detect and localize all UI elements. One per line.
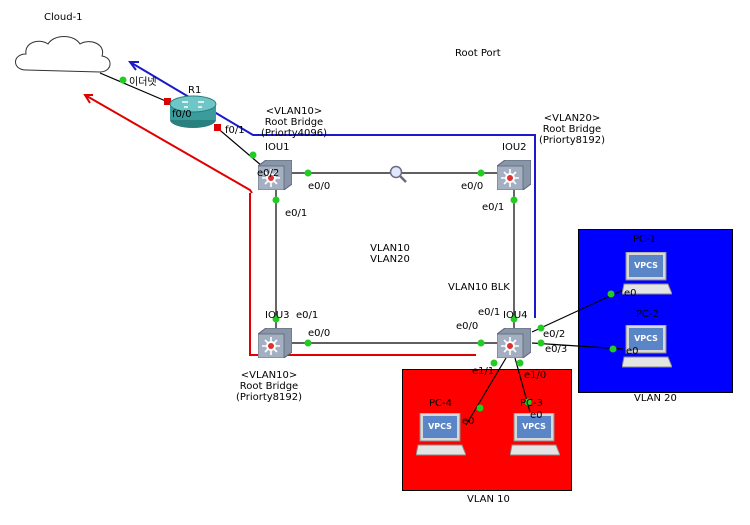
iou4-port-e03: e0/3	[545, 344, 568, 355]
annotation-line: <VLAN10>	[240, 370, 298, 381]
iou2-port-e00: e0/0	[461, 181, 484, 192]
iou1-label: IOU1	[265, 142, 290, 153]
router-port-f00: f0/0	[172, 109, 192, 120]
vlan20-root-iou2-annotation: <VLAN20> Root Bridge (Priorty8192)	[532, 113, 612, 146]
center-vlan-annotation: VLAN10 VLAN20	[368, 243, 412, 265]
port-dot	[304, 169, 312, 177]
pc2-icon	[621, 324, 673, 368]
pc2-port: e0	[626, 346, 639, 357]
port-dot	[607, 290, 615, 298]
router-port-square	[164, 98, 171, 105]
pc3-screen: VPCS	[522, 422, 546, 431]
vlan10-root-iou1-annotation: <VLAN10> Root Bridge (Priorty4096)	[254, 106, 334, 139]
port-dot	[119, 76, 127, 84]
annotation-line: VLAN10	[370, 243, 410, 254]
annotation-line: Root Bridge	[239, 381, 299, 392]
annotation-line: (Priorty8192)	[235, 392, 303, 403]
cloud-icon[interactable]	[8, 30, 118, 80]
red-arrowhead	[83, 94, 93, 104]
link-r1-iou1	[214, 125, 263, 167]
iou4-label: IOU4	[503, 310, 528, 321]
link-iou4-pc4	[465, 357, 507, 426]
vlan10-zone-label: VLAN 10	[467, 494, 510, 505]
link-iou4-pc2	[531, 342, 624, 350]
red-arrow	[84, 94, 253, 194]
pc3-port: e0	[530, 410, 543, 421]
port-dot	[537, 324, 545, 332]
port-dot	[510, 315, 518, 323]
iou3-port-e01: e0/1	[296, 310, 319, 321]
pc1-node[interactable]: VPCS	[621, 251, 673, 296]
port-dot	[476, 404, 484, 412]
root-port-annotation: Root Port	[455, 48, 501, 59]
iou3-port-e00: e0/0	[308, 328, 331, 339]
pc3-node[interactable]: VPCS	[509, 412, 561, 457]
router-label: R1	[188, 85, 202, 96]
annotation-line: <VLAN20>	[543, 113, 601, 124]
link-cloud-r1	[99, 72, 169, 103]
port-dot	[510, 196, 518, 204]
iou4-port-e10: e1/0	[524, 370, 547, 381]
annotation-line: <VLAN10>	[265, 106, 323, 117]
switch-iou3-icon[interactable]	[258, 328, 292, 358]
router-port-f01: f0/1	[225, 125, 245, 136]
iou1-port-e02: e0/2	[257, 168, 280, 179]
vlan10-root-iou3-annotation: <VLAN10> Root Bridge (Priorty8192)	[229, 370, 309, 403]
pc3-icon	[509, 412, 561, 456]
pc1-port: e0	[624, 288, 637, 299]
link-iou4-pc1	[531, 289, 624, 333]
pc4-port: e0	[462, 416, 475, 427]
pc3-label: PC-3	[520, 398, 543, 409]
annotation-line: VLAN20	[370, 254, 410, 265]
switch-iou4-icon[interactable]	[497, 328, 531, 358]
port-dot	[490, 359, 498, 367]
router-port-square	[214, 124, 221, 131]
annotation-line: Root Bridge	[264, 117, 324, 128]
port-dot	[477, 339, 485, 347]
port-dot	[477, 169, 485, 177]
port-dot	[537, 339, 545, 347]
iou2-label: IOU2	[502, 142, 527, 153]
iou1-port-e01: e0/1	[285, 208, 308, 219]
pc4-screen: VPCS	[428, 422, 452, 431]
pc2-node[interactable]: VPCS	[621, 324, 673, 369]
port-dot	[249, 151, 257, 159]
blue-arrowhead	[128, 61, 139, 71]
pc1-icon	[621, 251, 673, 295]
port-dot	[516, 359, 524, 367]
pc1-screen: VPCS	[634, 261, 658, 270]
iou4-port-e01: e0/1	[478, 307, 501, 318]
vlan20-zone-label: VLAN 20	[634, 393, 677, 404]
capture-magnifier-icon[interactable]	[388, 164, 408, 184]
iou1-port-e00: e0/0	[308, 181, 331, 192]
annotation-line: (Priorty4096)	[260, 128, 328, 139]
port-dot	[304, 339, 312, 347]
iou3-label: IOU3	[265, 310, 290, 321]
red-path-annotation	[249, 193, 476, 356]
port-dot	[272, 196, 280, 204]
iou2-port-e01: e0/1	[482, 202, 505, 213]
cloud-port-label: 이더넷	[129, 77, 157, 88]
pc4-label: PC-4	[429, 398, 452, 409]
router-icon[interactable]	[168, 94, 218, 130]
port-dot	[524, 398, 532, 406]
switch-iou2-icon[interactable]	[497, 160, 531, 190]
port-dots	[119, 76, 617, 412]
cloud-label: Cloud-1	[44, 12, 83, 23]
iou4-port-e00: e0/0	[456, 321, 479, 332]
port-dot	[272, 315, 280, 323]
pc1-label: PC-1	[633, 234, 656, 245]
annotation-line: Root Bridge	[542, 124, 602, 135]
pc4-node[interactable]: VPCS	[415, 412, 467, 457]
vlan10-blk-annotation: VLAN10 BLK	[448, 282, 510, 293]
switch-iou1-icon[interactable]	[258, 160, 292, 190]
iou4-port-e11: e1/1	[472, 366, 495, 377]
pc2-screen: VPCS	[634, 334, 658, 343]
annotation-line: (Priorty8192)	[538, 135, 606, 146]
pc2-label: PC-2	[636, 309, 659, 320]
pc4-icon	[415, 412, 467, 456]
port-dot	[609, 345, 617, 353]
iou4-port-e02: e0/2	[543, 329, 566, 340]
